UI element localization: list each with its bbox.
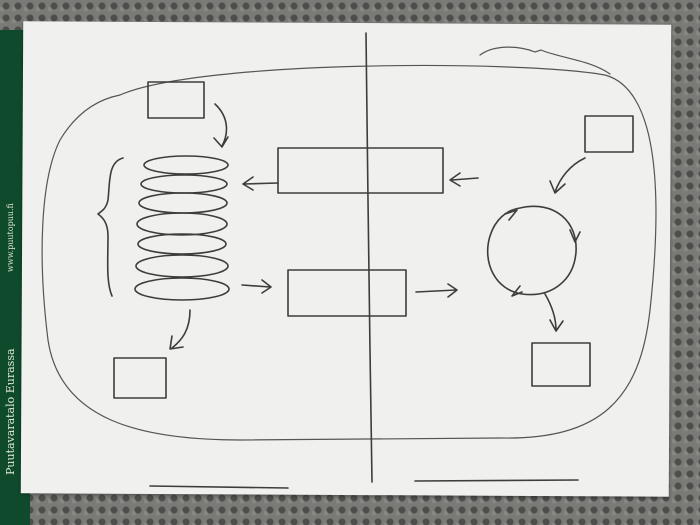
- lower-right-arrow: [415, 283, 458, 298]
- stack-oval-4: [136, 212, 228, 236]
- stack-oval-6: [135, 254, 229, 278]
- bottom-right-box: [531, 342, 591, 387]
- stack-oval-7: [134, 277, 230, 301]
- lower-left-arrow: [241, 279, 272, 294]
- center-lower-box: [287, 269, 407, 317]
- cycle-arrow-right: [569, 229, 581, 243]
- stack-oval-2: [140, 174, 228, 194]
- top-left-box: [147, 81, 205, 119]
- bottom-left-arrow: [169, 309, 191, 350]
- upper-right-arrow: [449, 172, 479, 187]
- center-upper-box: [277, 147, 444, 194]
- bottom-left-box: [113, 357, 167, 399]
- top-left-arrow: [213, 103, 229, 148]
- stack-oval-1: [143, 155, 229, 175]
- stack-oval-3: [138, 192, 228, 214]
- cycle-arrow-bottom: [511, 285, 523, 297]
- center-divider-line: [365, 32, 373, 483]
- stack-oval-5: [137, 233, 227, 255]
- bottom-left-line: [149, 485, 289, 489]
- top-right-box: [584, 115, 634, 153]
- cycle-arrow-top: [504, 209, 518, 221]
- bottom-right-line: [414, 479, 579, 482]
- cell-outline: [41, 64, 657, 441]
- left-curly-brace: [97, 157, 124, 297]
- top-right-arrow: [549, 157, 586, 194]
- cycle-circle: [486, 205, 577, 296]
- upper-left-arrow: [242, 176, 279, 191]
- bottom-right-arrow: [544, 293, 564, 332]
- top-brace: [479, 46, 611, 75]
